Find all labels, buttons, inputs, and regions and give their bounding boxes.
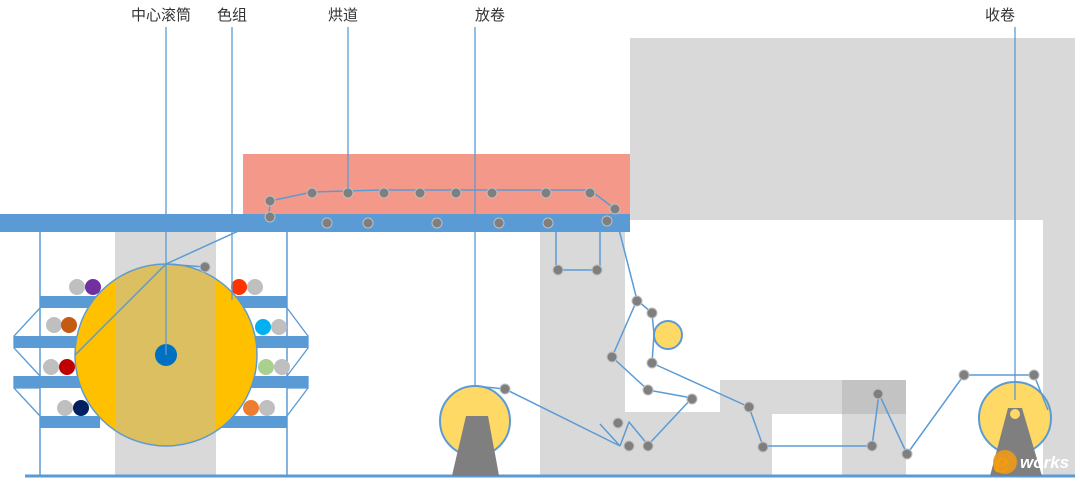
label-color-group: 色组 <box>217 6 247 24</box>
label-dryer: 烘道 <box>328 6 358 24</box>
label-unwind: 放卷 <box>475 6 505 24</box>
label-center-drum: 中心滚筒 <box>131 6 191 24</box>
print-unit-frame <box>39 232 288 476</box>
rewind-side-column <box>1043 220 1075 476</box>
rewind-housing-block <box>630 38 1075 220</box>
watermark-text: works <box>1020 453 1069 472</box>
main-beam <box>0 214 630 232</box>
unwind-stand-front <box>452 416 499 476</box>
color-station-rollers <box>43 279 290 416</box>
label-leaders <box>165 27 1016 400</box>
color-station-brackets <box>13 307 309 417</box>
dryer-tunnel <box>243 154 630 215</box>
eworks-watermark: e works <box>993 449 1069 479</box>
rewind-core <box>1010 409 1020 419</box>
tension-roll <box>653 320 683 350</box>
guide-rollers <box>199 187 1040 460</box>
watermark-prefix: e <box>993 449 1010 479</box>
label-rewind: 收卷 <box>985 6 1015 24</box>
